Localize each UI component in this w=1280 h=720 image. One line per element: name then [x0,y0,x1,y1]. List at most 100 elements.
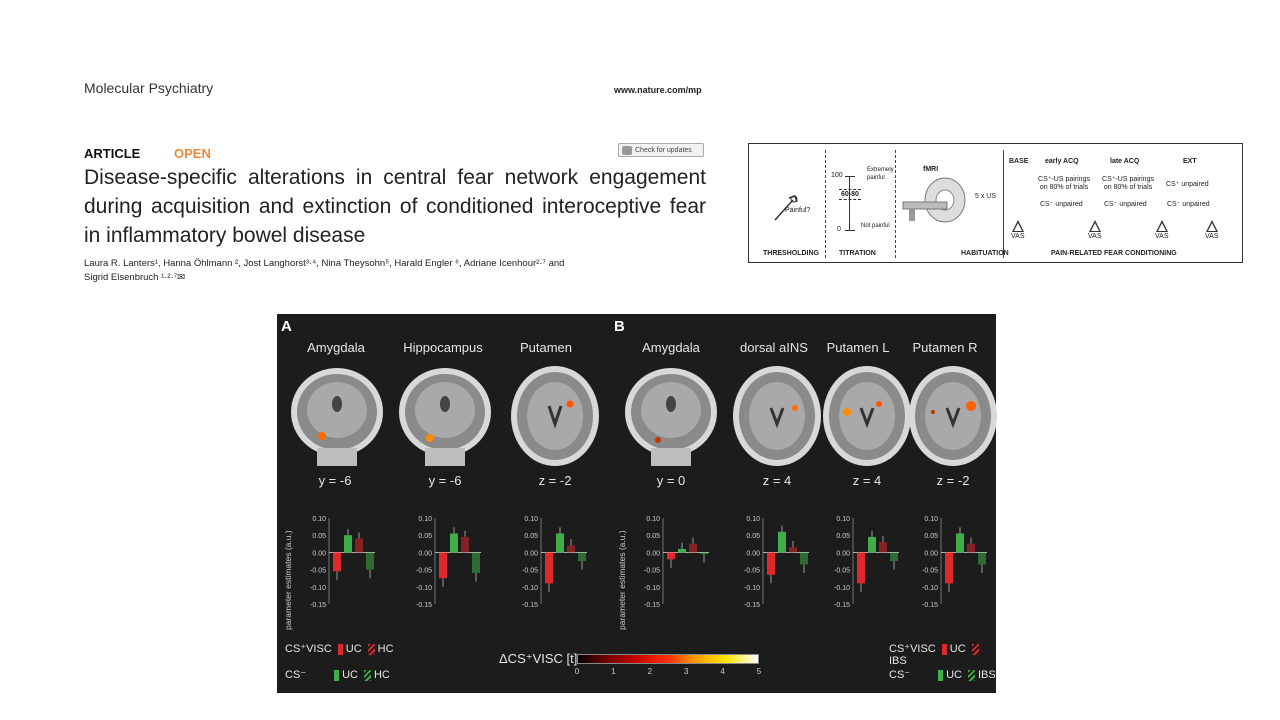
bar [789,547,797,553]
legend-swatch-green-hatched [363,669,371,681]
bar [956,533,964,553]
legend-swatch-green-hatched [967,669,975,681]
legend-swatch-red [337,643,343,655]
y-tick-label: -0.15 [744,602,760,609]
bar [857,552,865,584]
phase-divider [895,150,896,258]
y-tick-label: -0.10 [522,585,538,592]
y-tick-label: 0.05 [646,533,660,540]
brain-slice-axial [511,366,599,466]
check-for-updates-button[interactable]: Check for updates [618,143,704,157]
bar [879,542,887,553]
bar [333,552,341,572]
legend-swatch-green [334,669,340,681]
region-a-hippocampus: Hippocampus [403,340,483,355]
bar [890,552,898,561]
article-title: Disease-specific alterations in central … [84,166,706,247]
legend-swatch-green [938,669,944,681]
colorbar-title: ΔCS⁺VISC [t] [499,651,578,666]
hand-pointer-icon [774,195,798,221]
scale-bottom-label: Not painful [861,223,890,229]
y-tick-label: -0.10 [416,585,432,592]
ext-csminus: CS⁻ unpaired [1167,201,1210,208]
y-tick-label: -0.10 [644,585,660,592]
legend-csminus-label: CS⁻ [285,669,307,681]
bar [945,552,953,584]
bar [439,552,447,579]
bar [689,543,697,553]
bar [450,533,458,553]
y-tick-label: 0.10 [746,516,760,523]
bar [567,545,575,553]
y-tick-label: 0.00 [646,550,660,557]
phase-divider [1003,150,1004,258]
y-tick-label: -0.05 [522,568,538,575]
brain-slice-axial [733,366,821,466]
bar [767,552,775,575]
fmri-label: fMRI [923,166,939,173]
bar [556,533,564,553]
vas-label: VAS [1088,233,1102,240]
bar [978,552,986,565]
coord-a-3: z = -2 [538,473,572,488]
legend-uc: UC [342,669,358,681]
scale-tick [845,230,855,231]
bar-chart-amygdala-b: 0.100.050.00-0.05-0.10-0.15 [644,516,709,609]
y-tick-label: 0.10 [312,516,326,523]
col-early-acq-head: early ACQ [1045,158,1079,165]
col-ext-head: EXT [1183,158,1197,165]
legend-swatch-red-hatched [971,643,979,655]
bar-chart-putamen-r-b: 0.100.050.00-0.05-0.10-0.15 [922,516,987,609]
phase-conditioning: PAIN-RELATED FEAR CONDITIONING [1051,250,1177,257]
brain-slice-coronal [399,368,491,466]
painful-question: Painful? [785,207,811,214]
y-tick-label: 0.05 [524,533,538,540]
bar [344,535,352,553]
scale-bottom: 0 [837,226,841,233]
coord-b-3: z = 4 [852,473,882,488]
colorbar-tick: 5 [756,667,762,676]
article-type-label: ARTICLE [84,146,141,161]
y-tick-label: -0.05 [310,568,326,575]
legend-left-csminus: CS⁻ UC HC [285,668,390,681]
colorbar-tick: 3 [683,667,689,676]
y-tick-label: 0.05 [836,533,850,540]
brain-slice-coronal [625,368,717,466]
bar-chart-hippocampus-a: 0.100.050.00-0.05-0.10-0.15 [416,516,481,609]
scale-top: 100 [831,172,843,179]
legend-uc: UC [949,643,966,655]
legend-ibs: IBS [889,655,907,667]
scale-target-range: 60-80 [839,189,861,200]
legend-csplus-label: CS⁺VISC [889,643,936,655]
y-tick-label: 0.05 [746,533,760,540]
late-acq-csminus: CS⁻ unpaired [1104,201,1147,208]
region-b-putamen-r: Putamen R [912,340,978,355]
coord-b-4: z = -2 [936,473,970,488]
legend-hc: HC [377,643,394,655]
authors-line-2: Sigrid Elsenbruch ¹·²·⁷✉ [84,272,186,283]
y-tick-label: -0.15 [834,602,850,609]
journal-url[interactable]: www.nature.com/mp [614,85,702,95]
vas-triangle-icon [1089,220,1101,232]
author-list: Laura R. Lanters¹, Hanna Öhlmann ², Jost… [84,257,644,285]
bar [800,552,808,565]
col-base-head: BASE [1009,158,1029,165]
journal-name: Molecular Psychiatry [84,80,214,96]
vas-label: VAS [1011,233,1025,240]
y-tick-label: -0.10 [744,585,760,592]
y-tick-label: 0.10 [418,516,432,523]
legend-csminus-label: CS⁻ [889,669,911,681]
bar [355,538,363,553]
open-access-label: OPEN [174,146,211,161]
colorbar-tick: 4 [720,667,725,676]
region-a-putamen: Putamen [519,340,573,355]
us-count: 5 x US [975,193,997,200]
region-b-putamen-l: Putamen L [826,340,890,355]
early-acq-pairing: CS⁺-US pairings on 80% of trials [1038,176,1090,191]
region-a-amygdala: Amygdala [307,340,365,355]
bar-chart-dorsal-ains-b: 0.100.050.00-0.05-0.10-0.15 [744,516,809,609]
y-tick-label: -0.15 [644,602,660,609]
legend-hc: HC [373,669,390,681]
phase-divider [825,150,826,258]
